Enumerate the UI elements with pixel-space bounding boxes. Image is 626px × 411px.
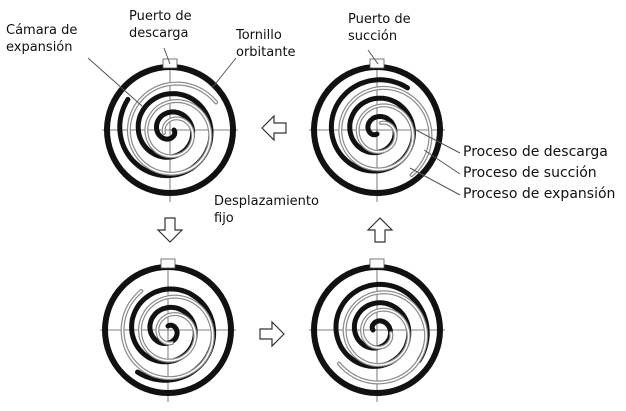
cycle-arrow-right — [259, 320, 285, 348]
fixed-scroll-wrap — [333, 281, 430, 369]
leader-discharge-port — [163, 47, 171, 65]
port-notch — [369, 258, 385, 269]
scroll-unit-top-left — [102, 58, 238, 202]
orbiting-scroll-inner — [128, 82, 217, 175]
label-discharge-port: Puerto de descarga — [129, 9, 192, 41]
leader-process-suction — [423, 149, 461, 175]
process-list: Proceso de descarga Proceso de succión P… — [463, 142, 615, 205]
process-suction: Proceso de succión — [463, 165, 597, 181]
fixed-scroll-wrap — [328, 77, 416, 174]
scroll-unit-top-right — [309, 58, 445, 202]
label-suction-port: Puerto de succión — [348, 12, 411, 44]
cycle-arrow-down — [156, 217, 184, 243]
leader-suction-port — [367, 49, 379, 65]
orbiting-scroll-inner — [338, 291, 427, 384]
process-expansion: Proceso de expansión — [463, 186, 616, 202]
leader-process-expansion — [409, 167, 461, 196]
label-fixed-scroll: Desplazamiento fijo — [214, 194, 319, 226]
port-notch — [160, 258, 176, 269]
scroll-unit-bottom-left — [100, 258, 236, 402]
leader-expansion-chamber — [87, 57, 143, 107]
leader-orbiting-scroll — [211, 57, 237, 89]
label-orbiting-scroll: Tornillo orbitante — [236, 28, 296, 60]
port-notch — [369, 58, 385, 69]
cycle-arrow-left — [261, 114, 287, 142]
orbiting-scroll-inner — [339, 87, 432, 176]
scroll-unit-bottom-right — [309, 258, 445, 402]
cycle-arrow-up — [366, 217, 394, 243]
leader-process-discharge — [415, 129, 461, 154]
orbiting-scroll-inner — [121, 290, 214, 379]
process-discharge: Proceso de descarga — [463, 144, 608, 160]
label-expansion-chamber: Cámara de expansión — [6, 23, 78, 55]
